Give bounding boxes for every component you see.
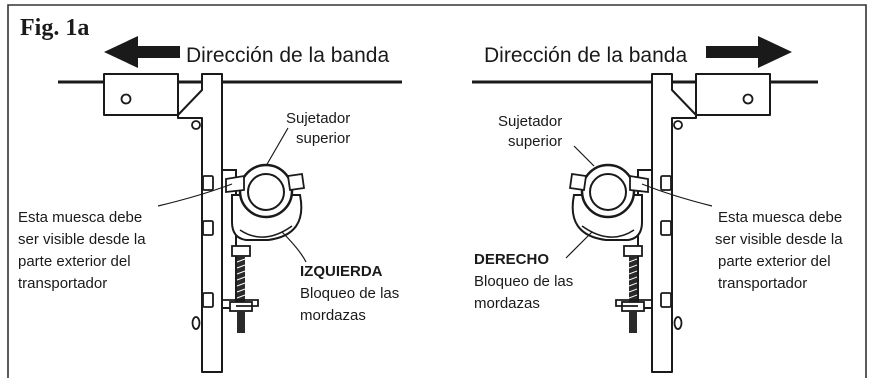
right-bolt-head — [660, 175, 672, 191]
left-notch-label-1: Esta muesca debe — [18, 209, 142, 226]
right-bracket — [651, 73, 771, 373]
left-notch-label-4: transportador — [18, 275, 107, 292]
right-clamp-ear — [568, 172, 588, 192]
left-bolt-head — [202, 175, 214, 191]
left-notch-leader — [157, 183, 233, 207]
left-bolt-head — [202, 292, 214, 308]
right-notch-label-3: parte exterior del — [718, 253, 831, 270]
right-lock-label-1: Bloqueo de las — [474, 273, 573, 290]
left-top-clamp-leader — [265, 127, 289, 167]
left-jaw-lock-edge — [239, 225, 293, 238]
right-lock-leader — [565, 231, 593, 259]
left-top-clamp-label-2: superior — [296, 130, 350, 147]
right-bracket-hole — [673, 120, 683, 130]
right-notch-leader — [641, 183, 713, 207]
right-top-clamp-label-1: Sujetador — [498, 113, 562, 130]
right-direction-arrow-icon — [706, 36, 792, 68]
figure-title: Fig. 1a — [20, 15, 89, 41]
left-clamp-ear — [286, 172, 306, 192]
left-lock-leader — [281, 231, 307, 263]
left-notch-label-3: parte exterior del — [18, 253, 131, 270]
right-rod-nut — [623, 245, 643, 257]
right-threaded-rod — [629, 311, 637, 333]
left-bracket-slot — [191, 316, 201, 330]
left-bracket-hole — [120, 93, 132, 105]
left-top-clamp-label-1: Sujetador — [286, 110, 350, 127]
left-lock-label-2: mordazas — [300, 307, 366, 324]
right-bolt-head — [660, 220, 672, 236]
right-pipe — [589, 173, 627, 211]
right-side-label: DERECHO — [474, 251, 549, 268]
right-notch-label-1: Esta muesca debe — [718, 209, 842, 226]
left-bolt-head — [202, 220, 214, 236]
left-direction-arrow-icon — [104, 36, 180, 68]
right-direction-label: Dirección de la banda — [484, 44, 687, 67]
left-threaded-rod — [237, 311, 245, 333]
left-notch-label-2: ser visible desde la — [18, 231, 146, 248]
right-jaw-lock-edge — [581, 225, 635, 238]
left-notch — [225, 174, 245, 194]
right-assembly: Dirección de la banda — [472, 36, 843, 373]
left-direction-label: Dirección de la banda — [186, 44, 389, 67]
right-bolt-head — [660, 292, 672, 308]
right-lower-tab — [615, 299, 652, 307]
figure-frame — [7, 4, 867, 378]
right-notch-label-4: transportador — [718, 275, 807, 292]
left-pipe — [247, 173, 285, 211]
left-bracket — [103, 73, 223, 373]
left-bracket-hole — [191, 120, 201, 130]
left-side-label: IZQUIERDA — [300, 263, 383, 280]
left-rod-nut — [231, 245, 251, 257]
right-notch-label-2: ser visible desde la — [715, 231, 843, 248]
right-notch — [629, 174, 649, 194]
left-lower-tab — [222, 299, 259, 307]
right-lock-label-2: mordazas — [474, 295, 540, 312]
left-lock-label-1: Bloqueo de las — [300, 285, 399, 302]
right-top-clamp-leader — [573, 145, 595, 167]
right-bracket-hole — [742, 93, 754, 105]
right-top-clamp-label-2: superior — [508, 133, 562, 150]
right-bracket-slot — [673, 316, 683, 330]
left-assembly: Dirección de la banda — [18, 36, 402, 373]
